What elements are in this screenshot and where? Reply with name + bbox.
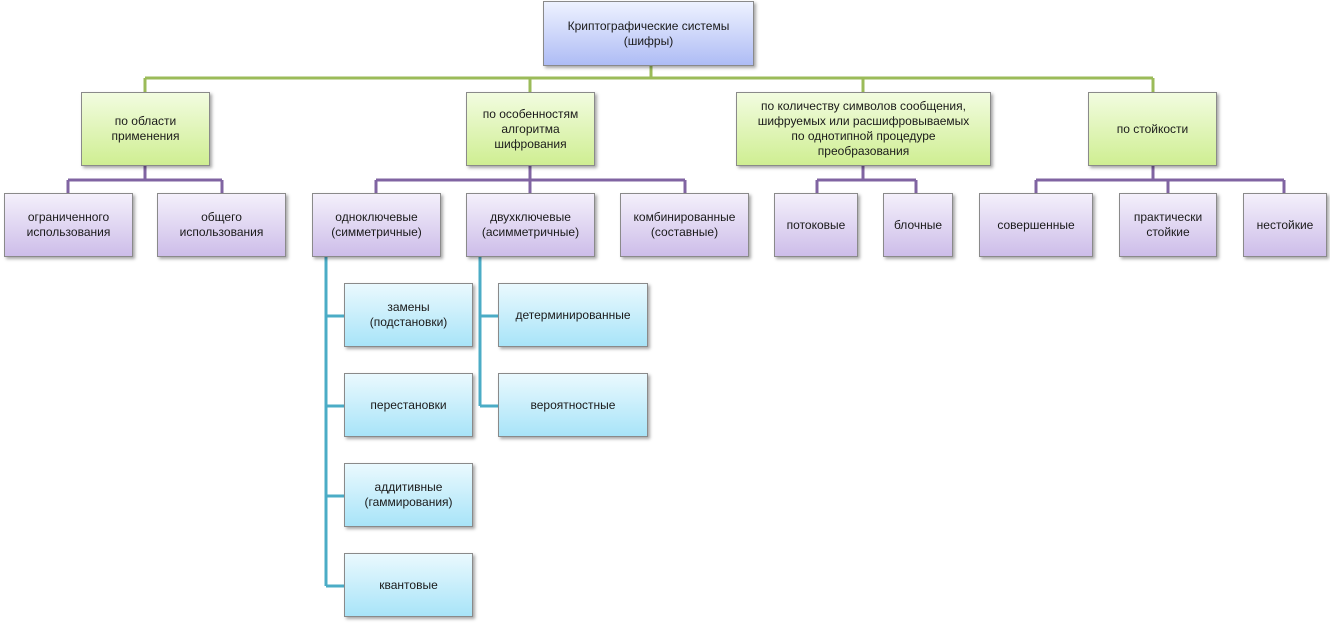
category-algorithm-features: по особенностям алгоритма шифрования xyxy=(466,92,595,166)
connector-cat1-bus xyxy=(66,166,224,193)
connector-cat3-bus xyxy=(815,166,918,193)
connector-asymmetric-list xyxy=(478,257,498,408)
node-general-use: общего использования xyxy=(157,193,286,257)
root-node: Криптографические системы (шифры) xyxy=(543,1,754,66)
node-practically-strong: практически стойкие xyxy=(1119,193,1217,257)
leaf-quantum: квантовые xyxy=(344,553,473,617)
node-stream: потоковые xyxy=(774,193,858,257)
connector-cat4-bus xyxy=(1034,166,1286,193)
node-restricted-use: ограниченного использования xyxy=(4,193,133,257)
node-symmetric: одноключевые (симметричные) xyxy=(312,193,441,257)
node-perfect: совершенные xyxy=(979,193,1093,257)
category-symbols-count: по количеству символов сообщения, шифруе… xyxy=(736,92,991,166)
leaf-additive: аддитивные (гаммирования) xyxy=(344,463,473,527)
category-strength: по стойкости xyxy=(1088,92,1217,166)
leaf-deterministic: детерминированные xyxy=(498,283,648,347)
leaf-transposition: перестановки xyxy=(344,373,473,437)
node-block: блочные xyxy=(883,193,953,257)
leaf-probabilistic: вероятностные xyxy=(498,373,648,437)
category-application-area: по области применения xyxy=(81,92,210,166)
node-weak: нестойкие xyxy=(1243,193,1327,257)
node-combined: комбинированные (составные) xyxy=(620,193,749,257)
connector-symmetric-list xyxy=(324,257,344,588)
connector-cat2-bus xyxy=(374,166,687,193)
leaf-substitution: замены (подстановки) xyxy=(344,283,473,347)
connector-root-bus xyxy=(143,66,1155,92)
node-asymmetric: двухключевые (асимметричные) xyxy=(466,193,595,257)
